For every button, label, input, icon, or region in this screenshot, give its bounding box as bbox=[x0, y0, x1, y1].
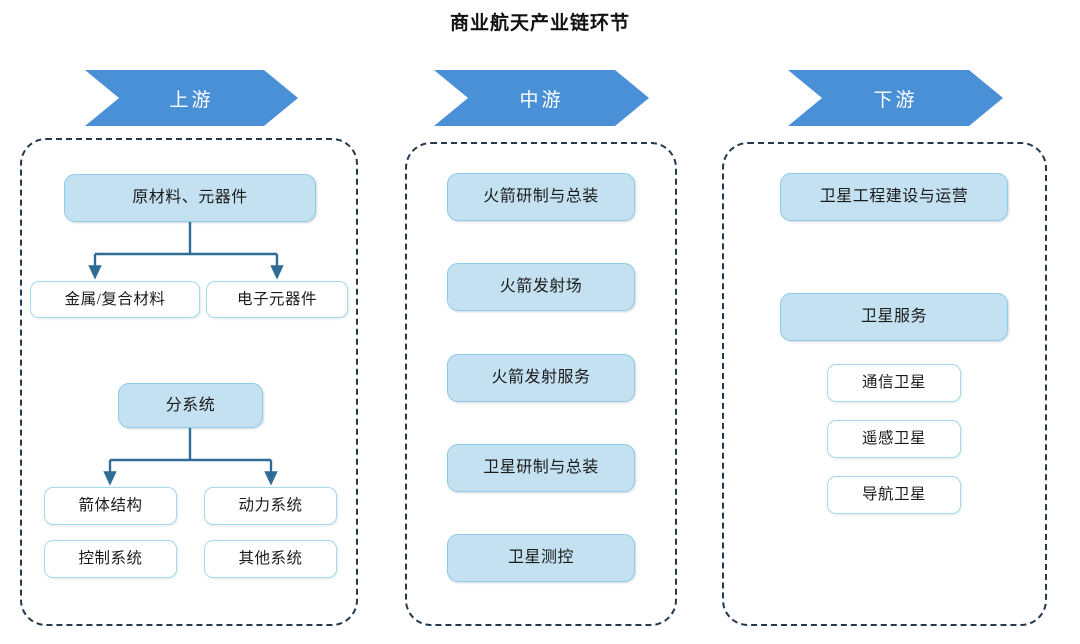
stage-banner-midstream-label: 中游 bbox=[519, 89, 564, 111]
stage-banner-upstream-label: 上游 bbox=[169, 89, 214, 111]
node-up-electron[interactable]: 电子元器件 bbox=[206, 281, 348, 318]
node-up-metal[interactable]: 金属/复合材料 bbox=[30, 281, 200, 318]
stage-container-midstream bbox=[405, 142, 677, 626]
node-down-sat-eng[interactable]: 卫星工程建设与运营 bbox=[780, 173, 1008, 221]
node-mid-rocket-dev[interactable]: 火箭研制与总装 bbox=[447, 173, 635, 221]
node-up-subsys-label: 分系统 bbox=[165, 396, 216, 414]
node-up-structure-label: 箭体结构 bbox=[78, 497, 143, 515]
node-mid-launch-site-label: 火箭发射场 bbox=[499, 278, 583, 296]
node-mid-sat-tracking[interactable]: 卫星测控 bbox=[447, 534, 635, 582]
node-mid-rocket-dev-label: 火箭研制与总装 bbox=[483, 188, 599, 206]
node-down-remote-label: 遥感卫星 bbox=[861, 430, 926, 448]
stage-banner-midstream[interactable]: 中游 bbox=[434, 70, 649, 126]
node-down-sat-svc-label: 卫星服务 bbox=[860, 308, 927, 326]
node-mid-launch-svc[interactable]: 火箭发射服务 bbox=[447, 354, 635, 402]
node-up-raw[interactable]: 原材料、元器件 bbox=[64, 174, 316, 222]
node-mid-launch-site[interactable]: 火箭发射场 bbox=[447, 263, 635, 311]
node-down-comm[interactable]: 通信卫星 bbox=[827, 364, 961, 402]
node-down-sat-eng-label: 卫星工程建设与运营 bbox=[819, 188, 969, 206]
stage-banner-upstream[interactable]: 上游 bbox=[85, 70, 298, 126]
node-down-nav[interactable]: 导航卫星 bbox=[827, 476, 961, 514]
node-up-control-label: 控制系统 bbox=[78, 550, 143, 568]
node-up-other[interactable]: 其他系统 bbox=[204, 540, 337, 578]
stage-banner-downstream-label: 下游 bbox=[873, 89, 918, 111]
node-up-control[interactable]: 控制系统 bbox=[44, 540, 177, 578]
node-up-metal-label: 金属/复合材料 bbox=[64, 290, 166, 308]
node-down-sat-svc[interactable]: 卫星服务 bbox=[780, 293, 1008, 341]
stage-banner-downstream[interactable]: 下游 bbox=[788, 70, 1003, 126]
node-up-subsys[interactable]: 分系统 bbox=[118, 383, 263, 428]
node-mid-sat-dev[interactable]: 卫星研制与总装 bbox=[447, 444, 635, 492]
node-up-electron-label: 电子元器件 bbox=[236, 290, 317, 308]
node-up-power[interactable]: 动力系统 bbox=[204, 487, 337, 525]
node-mid-launch-svc-label: 火箭发射服务 bbox=[491, 369, 591, 387]
node-mid-sat-dev-label: 卫星研制与总装 bbox=[483, 459, 599, 477]
node-up-power-label: 动力系统 bbox=[238, 497, 303, 515]
page-title: 商业航天产业链环节 bbox=[449, 13, 630, 34]
stage-container-upstream bbox=[20, 138, 358, 626]
node-up-other-label: 其他系统 bbox=[238, 550, 303, 568]
node-up-raw-label: 原材料、元器件 bbox=[132, 189, 248, 207]
node-down-comm-label: 通信卫星 bbox=[861, 374, 926, 392]
stage-container-downstream bbox=[722, 142, 1047, 626]
node-down-nav-label: 导航卫星 bbox=[861, 486, 926, 504]
node-mid-sat-tracking-label: 卫星测控 bbox=[507, 549, 574, 567]
node-up-structure[interactable]: 箭体结构 bbox=[44, 487, 177, 525]
node-down-remote[interactable]: 遥感卫星 bbox=[827, 420, 961, 458]
